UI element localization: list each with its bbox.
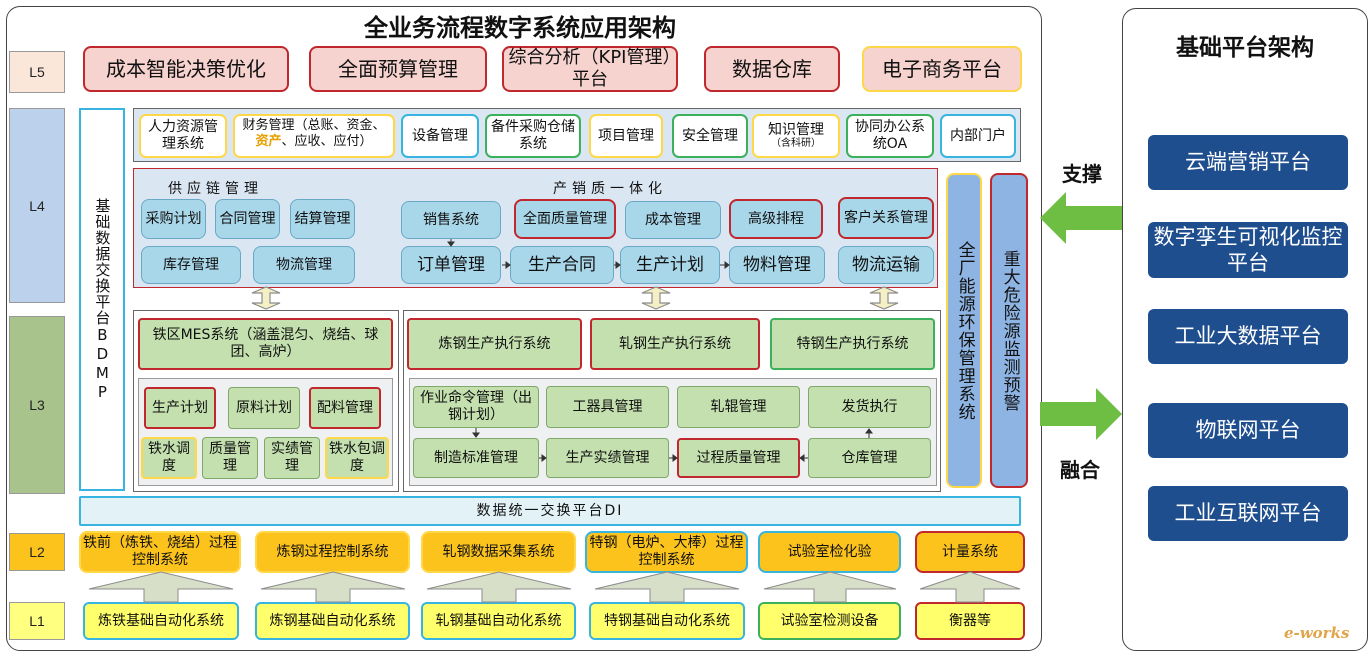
sc-purchase-plan: 采购计划 (141, 199, 206, 239)
level-l5: L5 (9, 51, 65, 93)
double-arrow-supply (251, 286, 281, 310)
psq-plan: 生产计划 (620, 246, 720, 284)
sc-settlement: 结算管理 (290, 199, 355, 239)
l1-rolling: 轧钢基础自动化系统 (421, 602, 576, 640)
platform-industrial-internet: 工业互联网平台 (1148, 486, 1348, 541)
fusion-arrow (1040, 388, 1122, 440)
double-arrow-psq (641, 286, 671, 310)
platform-cloud-marketing: 云端营销平台 (1148, 135, 1348, 190)
level-l1: L1 (9, 602, 65, 640)
l4-knowledge: 知识管理（含科研） (752, 114, 840, 158)
iron-raw-plan: 原料计划 (228, 387, 300, 429)
l5-data-warehouse: 数据仓库 (704, 46, 840, 92)
iron-hotmetal-dispatch: 铁水调度 (141, 437, 197, 479)
l1-lab-equipment: 试验室检测设备 (758, 602, 901, 640)
steel-process-quality: 过程质量管理 (677, 438, 800, 478)
l4-finance: 财务管理（总账、资金、资产、应收、应付） (233, 114, 395, 158)
steel-rolls: 轧辊管理 (677, 386, 800, 428)
l1-ironmaking: 炼铁基础自动化系统 (83, 602, 239, 640)
psq-transport: 物流运输 (838, 246, 934, 284)
l4-equipment: 设备管理 (401, 114, 479, 158)
l1-scales: 衡器等 (915, 602, 1025, 640)
support-arrow (1040, 192, 1122, 244)
steelmaking-exec: 炼钢生产执行系统 (407, 318, 582, 370)
steel-mfg-standard: 制造标准管理 (413, 438, 539, 478)
steel-tools: 工器具管理 (546, 386, 669, 428)
rolling-exec: 轧钢生产执行系统 (590, 318, 760, 370)
support-label: 支撑 (1062, 162, 1102, 186)
main-title: 全业务流程数字系统应用架构 (364, 14, 676, 42)
bdmp-platform: 基础数据交换平台BDMP (79, 108, 125, 491)
psq-material: 物料管理 (729, 246, 825, 284)
psq-cost: 成本管理 (625, 201, 721, 239)
l2-steelmaking: 炼钢过程控制系统 (255, 531, 410, 573)
l4-oa: 协同办公系统OA (846, 114, 934, 158)
steel-performance: 生产实绩管理 (546, 438, 669, 478)
platform-big-data: 工业大数据平台 (1148, 309, 1348, 364)
up-arrow-6 (919, 571, 1021, 603)
platform-digital-twin: 数字孪生可视化监控平台 (1148, 222, 1348, 278)
l5-budget: 全面预算管理 (309, 46, 487, 92)
l2-special-steel: 特钢（电炉、大棒）过程控制系统 (585, 531, 748, 573)
special-steel-exec: 特钢生产执行系统 (770, 318, 935, 370)
l5-kpi-platform: 综合分析（KPI管理）平台 (502, 46, 678, 92)
l4-project: 项目管理 (589, 114, 663, 158)
iron-prod-plan: 生产计划 (144, 387, 216, 429)
iron-quality: 质量管理 (202, 437, 258, 479)
up-arrow-2 (260, 571, 406, 603)
right-title: 基础平台架构 (1176, 35, 1314, 61)
up-arrow-3 (426, 571, 572, 603)
l2-metering: 计量系统 (915, 531, 1025, 573)
psq-scheduling: 高级排程 (729, 199, 823, 239)
psq-order: 订单管理 (401, 246, 501, 284)
iron-mes-title: 铁区MES系统（涵盖混匀、烧结、球团、高炉） (138, 318, 393, 370)
iron-ladle-dispatch: 铁水包调度 (325, 437, 389, 479)
psq-sales: 销售系统 (401, 201, 501, 239)
energy-env-system: 全厂能源环保管理系统 (946, 173, 982, 488)
watermark-logo: e-works (1284, 624, 1350, 642)
level-l4: L4 (9, 108, 65, 303)
psq-header: 产销质一体化 (553, 181, 667, 197)
hazard-monitoring: 重大危险源监测预警 (990, 173, 1028, 488)
fusion-label: 融合 (1060, 458, 1100, 482)
up-arrow-1 (88, 571, 234, 603)
supply-chain-header: 供应链管理 (168, 181, 263, 197)
l5-cost-decision: 成本智能决策优化 (83, 46, 289, 92)
platform-iot: 物联网平台 (1148, 403, 1348, 458)
l4-hr: 人力资源管理系统 (139, 114, 227, 158)
l2-ironmaking: 铁前（炼铁、烧结）过程控制系统 (79, 531, 241, 573)
steel-shipping: 发货执行 (808, 386, 931, 428)
steel-order-mgmt: 作业命令管理（出钢计划） (413, 386, 539, 428)
l4-safety: 安全管理 (672, 114, 748, 158)
sc-logistics: 物流管理 (253, 246, 355, 284)
sc-contract: 合同管理 (215, 199, 280, 239)
iron-blending: 配料管理 (309, 387, 381, 429)
up-arrow-5 (763, 571, 897, 603)
psq-crm: 客户关系管理 (838, 197, 934, 239)
psq-contract: 生产合同 (510, 246, 614, 284)
level-l2: L2 (9, 533, 65, 571)
steel-warehouse: 仓库管理 (808, 438, 931, 478)
di-platform: 数据统一交换平台DI (79, 496, 1021, 526)
psq-quality: 全面质量管理 (514, 199, 616, 239)
l1-special-steel: 特钢基础自动化系统 (589, 602, 745, 640)
iron-performance: 实绩管理 (264, 437, 320, 479)
l5-ecommerce: 电子商务平台 (862, 46, 1022, 92)
l2-rolling: 轧钢数据采集系统 (421, 531, 576, 573)
level-l3: L3 (9, 316, 65, 494)
double-arrow-right (869, 286, 899, 310)
sc-inventory: 库存管理 (141, 246, 241, 284)
l4-spare-parts: 备件采购仓储系统 (485, 114, 581, 158)
l1-steelmaking: 炼钢基础自动化系统 (255, 602, 410, 640)
l4-portal: 内部门户 (940, 114, 1016, 158)
up-arrow-4 (594, 571, 740, 603)
